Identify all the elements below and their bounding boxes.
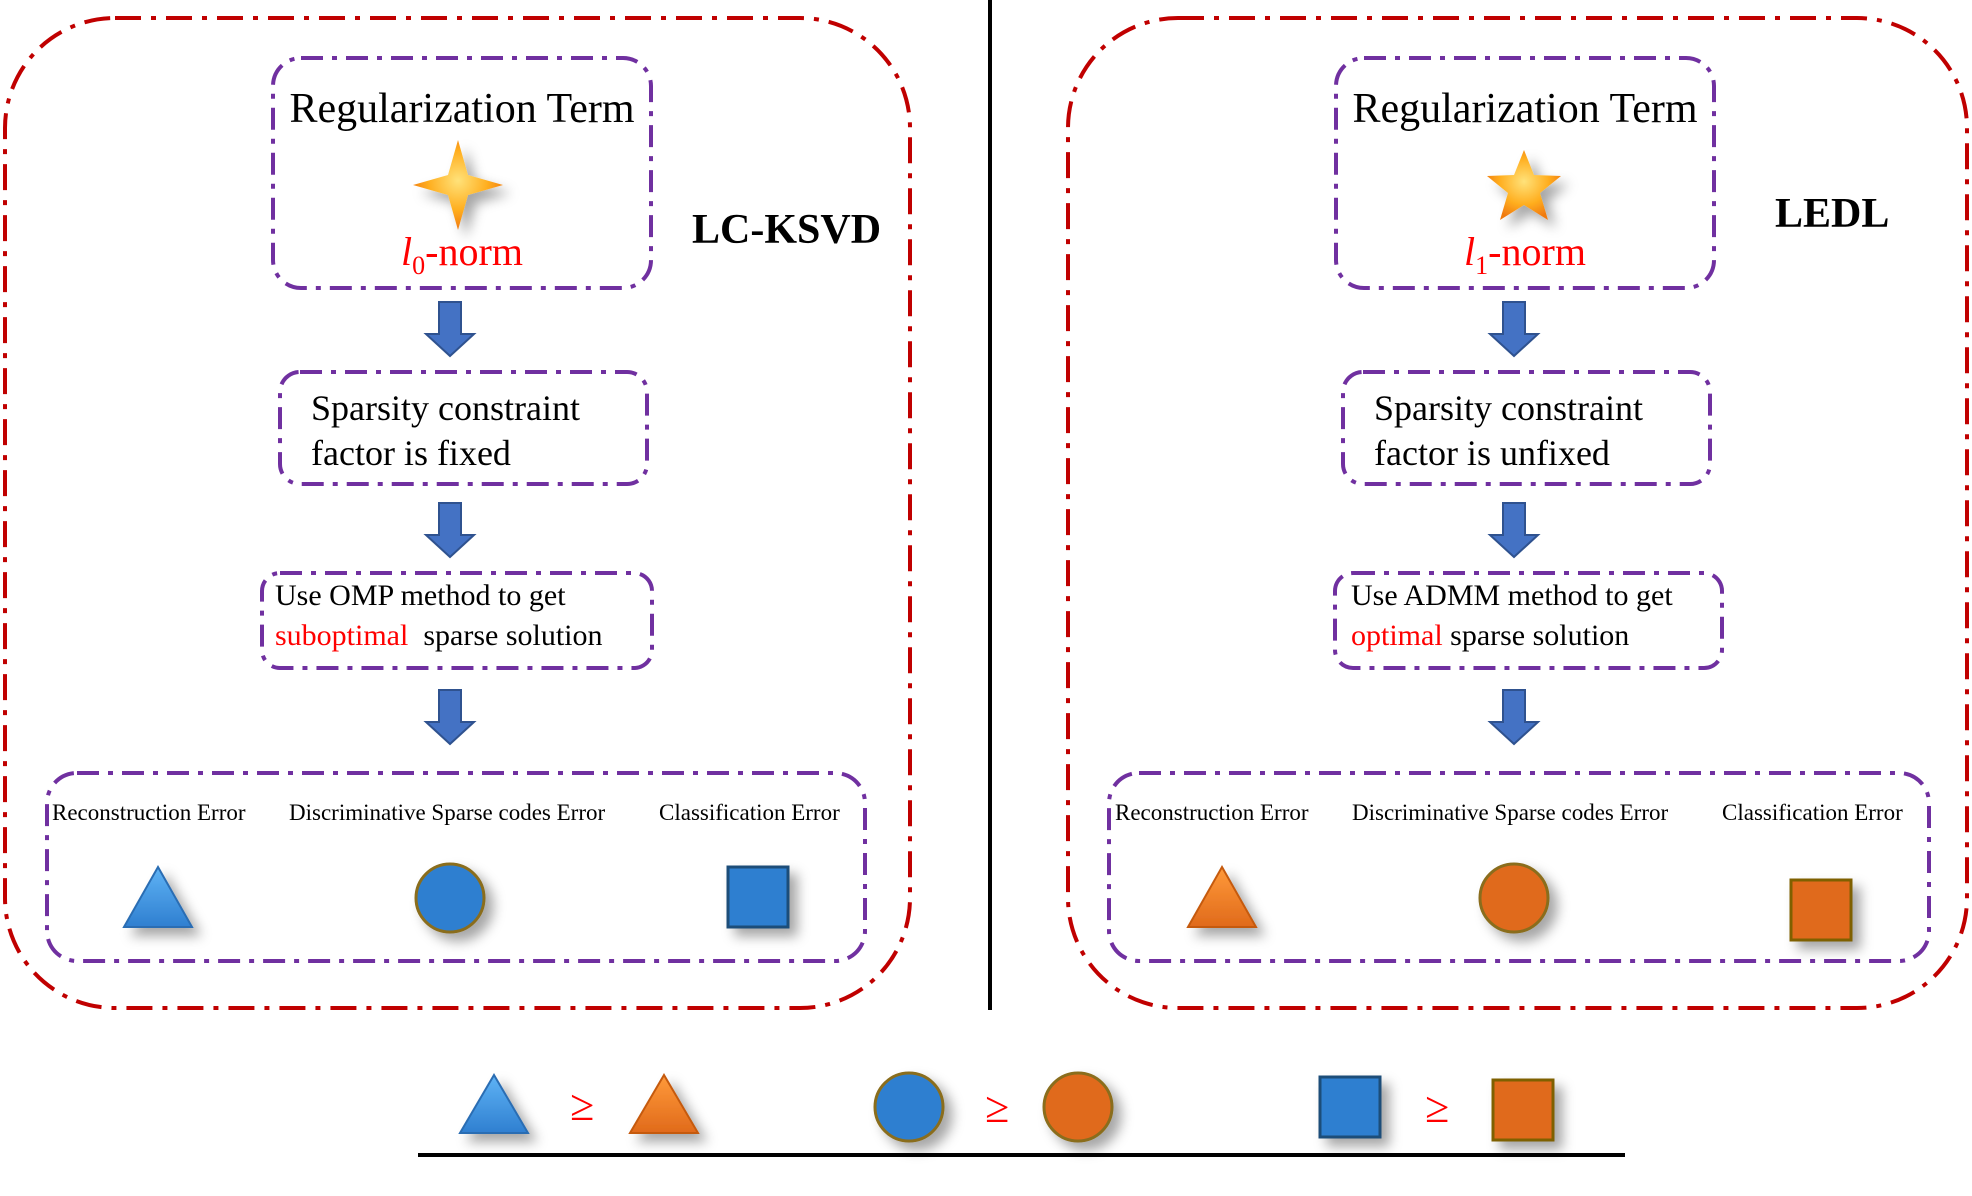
geq-triangle: ≥	[570, 1081, 595, 1130]
right-norm-subscript: 1	[1475, 251, 1489, 280]
right-discriminative-error-label: Discriminative Sparse codes Error	[1352, 800, 1669, 825]
right-panel-border	[1066, 16, 1969, 1010]
compare-orange-square-icon	[1491, 1078, 1555, 1142]
left-panel-border	[3, 16, 912, 1010]
left-solver-box	[260, 571, 654, 670]
right-solver-rest: sparse solution	[1442, 619, 1630, 652]
left-reconstruction-error-label: Reconstruction Error	[52, 800, 246, 825]
compare-blue-square-icon	[1318, 1075, 1382, 1139]
compare-blue-circle-icon	[873, 1071, 945, 1143]
right-arrow-1	[1487, 301, 1541, 358]
left-constraint-line2: factor is fixed	[311, 433, 511, 473]
left-norm-label: l0-norm	[272, 228, 652, 281]
left-norm-symbol: l	[401, 229, 413, 274]
right-errors-box	[1107, 771, 1931, 963]
left-solver-highlight: suboptimal	[275, 619, 409, 652]
right-solver-box	[1333, 571, 1724, 670]
right-norm-label: l1-norm	[1335, 228, 1715, 281]
left-solver-text: Use OMP method to get suboptimal sparse …	[275, 576, 603, 656]
right-classification-error-label: Classification Error	[1722, 800, 1903, 825]
right-norm-suffix: -norm	[1488, 229, 1586, 274]
right-constraint-line1: Sparsity constraint	[1374, 388, 1643, 428]
left-solver-rest: sparse solution	[408, 619, 603, 652]
left-constraint-text: Sparsity constraint factor is fixed	[311, 386, 580, 476]
left-solver-line2: suboptimal sparse solution	[275, 616, 603, 656]
right-triangle-icon	[1186, 864, 1258, 928]
right-solver-text: Use ADMM method to get optimal sparse so…	[1351, 576, 1673, 656]
geq-circle: ≥	[985, 1083, 1010, 1132]
geq-square: ≥	[1425, 1083, 1450, 1132]
left-norm-subscript: 0	[412, 251, 426, 280]
compare-orange-triangle-icon	[628, 1073, 700, 1134]
left-classification-error-label: Classification Error	[659, 800, 840, 825]
right-constraint-text: Sparsity constraint factor is unfixed	[1374, 386, 1643, 476]
right-method-name: LEDL	[1775, 191, 1890, 237]
left-solver-line1: Use OMP method to get	[275, 579, 566, 612]
right-reconstruction-error-label: Reconstruction Error	[1115, 800, 1309, 825]
four-point-star-icon	[413, 140, 503, 230]
right-square-icon	[1789, 878, 1853, 942]
left-errors-box	[45, 771, 867, 963]
right-norm-symbol: l	[1464, 229, 1476, 274]
left-method-name: LC-KSVD	[692, 207, 882, 253]
right-arrow-3	[1487, 689, 1541, 746]
right-solver-highlight: optimal	[1351, 619, 1443, 652]
right-solver-line1: Use ADMM method to get	[1351, 579, 1673, 612]
five-point-star-icon	[1487, 150, 1561, 220]
left-arrow-2	[423, 502, 477, 559]
compare-blue-triangle-icon	[458, 1073, 530, 1134]
left-constraint-box	[278, 370, 649, 486]
left-arrow-1	[423, 301, 477, 358]
left-arrow-3	[423, 689, 477, 746]
right-arrow-2	[1487, 502, 1541, 559]
right-circle-icon	[1478, 862, 1550, 934]
left-norm-suffix: -norm	[425, 229, 523, 274]
right-constraint-line2: factor is unfixed	[1374, 433, 1610, 473]
left-discriminative-error-label: Discriminative Sparse codes Error	[289, 800, 606, 825]
left-constraint-line1: Sparsity constraint	[311, 388, 580, 428]
left-triangle-icon	[122, 864, 194, 928]
right-constraint-box	[1341, 370, 1712, 486]
left-circle-icon	[414, 862, 486, 934]
right-solver-line2: optimal sparse solution	[1351, 616, 1673, 656]
right-regularization-box	[1334, 56, 1716, 290]
right-regularization-title: Regularization Term	[1352, 86, 1698, 132]
left-regularization-box	[271, 56, 653, 290]
left-regularization-title: Regularization Term	[289, 86, 635, 132]
compare-orange-circle-icon	[1042, 1071, 1114, 1143]
left-square-icon	[726, 865, 790, 929]
